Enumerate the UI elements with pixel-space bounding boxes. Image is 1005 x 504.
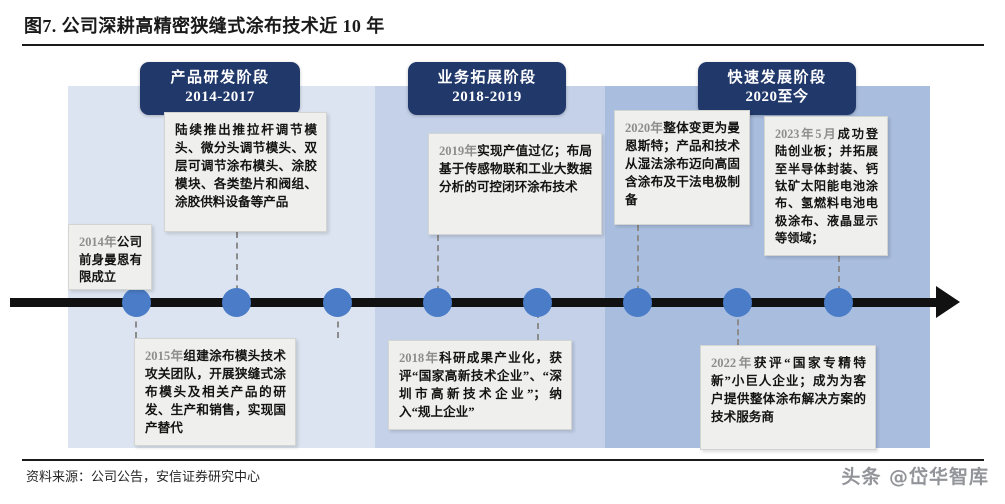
milestone-card-2014: 2014年公司前身曼恩有限成立 — [68, 224, 152, 290]
timeline-arrow-icon — [936, 286, 960, 318]
timeline-node[interactable] — [824, 288, 853, 317]
phase-2-years: 2018-2019 — [452, 88, 522, 105]
milestone-text-2018: 科研成果产业化，获评“国家高新技术企业”、“深圳市高新技术企业”；纳入“规上企业… — [399, 351, 562, 419]
timeline-node[interactable] — [222, 288, 251, 317]
milestone-card-2018: 2018年科研成果产业化，获评“国家高新技术企业”、“深圳市高新技术企业”；纳入… — [388, 340, 572, 430]
milestone-text-2023: 成功登陆创业板；并拓展至半导体封装、钙钛矿太阳能电池涂布、氢燃料电池电极涂布、液… — [775, 127, 879, 245]
phase-2-name: 业务拓展阶段 — [437, 70, 537, 86]
milestone-text-2015: 组建涂布模头技术攻关团队，开展狭缝式涂布模头及相关产品的研发、生产和销售，实现国… — [145, 349, 287, 435]
title-divider-top — [22, 44, 984, 46]
milestone-card-2019: 2019年实现产值过亿；布局基于传感物联和工业大数据分析的可控闭环涂布技术 — [428, 133, 602, 235]
milestone-text-2014: 公司前身曼恩有限成立 — [79, 235, 143, 285]
connector-2023 — [838, 256, 840, 302]
milestone-text-2022: 获评“国家专精特新”小巨人企业；成为为客户提供整体涂布解决方案的技术服务商 — [711, 356, 867, 424]
footer-divider — [22, 459, 984, 461]
milestone-text-2019: 实现产值过亿；布局基于传感物联和工业大数据分析的可控闭环涂布技术 — [439, 144, 592, 194]
phase-header-1: 产品研发阶段 2014-2017 — [140, 62, 300, 115]
phase-header-3: 快速发展阶段 2020至今 — [698, 62, 856, 115]
timeline-node[interactable] — [723, 288, 752, 317]
connector-2022 — [737, 290, 739, 345]
milestone-card-2020: 2020年整体变更为曼恩斯特；产品和技术从湿法涂布迈向高固含涂布及干法电极制备 — [614, 110, 750, 225]
connector-2019 — [437, 235, 439, 302]
timeline-diagram: 产品研发阶段 2014-2017 业务拓展阶段 2018-2019 快速发展阶段… — [0, 48, 1005, 458]
phase-1-name: 产品研发阶段 — [170, 70, 270, 86]
timeline-node[interactable] — [623, 288, 652, 317]
milestone-card-2022: 2022年获评“国家专精特新”小巨人企业；成为为客户提供整体涂布解决方案的技术服… — [700, 345, 876, 450]
phase-1-years: 2014-2017 — [185, 88, 255, 105]
phase-header-2: 业务拓展阶段 2018-2019 — [408, 62, 566, 115]
milestone-card-products: 陆续推出推拉杆调节模头、微分头调节模头、双层可调节涂布模头、涂胶模块、各类垫片和… — [164, 112, 327, 232]
milestone-text-products: 陆续推出推拉杆调节模头、微分头调节模头、双层可调节涂布模头、涂胶模块、各类垫片和… — [175, 123, 317, 209]
connector-dev — [236, 232, 238, 302]
timeline-axis — [10, 298, 940, 307]
milestone-card-2015: 2015年组建涂布模头技术攻关团队，开展狭缝式涂布模头及相关产品的研发、生产和销… — [134, 338, 296, 446]
phase-3-years: 2020至今 — [745, 88, 809, 105]
milestone-card-2023: 2023年5月成功登陆创业板；并拓展至半导体封装、钙钛矿太阳能电池涂布、氢燃料电… — [764, 116, 888, 256]
milestone-text-2020: 整体变更为曼恩斯特；产品和技术从湿法涂布迈向高固含涂布及干法电极制备 — [625, 121, 741, 207]
milestone-year-2018: 2018年 — [399, 351, 440, 365]
source-note: 资料来源：公司公告，安信证券研究中心 — [26, 469, 261, 484]
milestone-year-2022: 2022年 — [711, 356, 754, 370]
timeline-node[interactable] — [423, 288, 452, 317]
page-title: 图7. 公司深耕高精密狭缝式涂布技术近 10 年 — [24, 16, 385, 36]
connector-2020 — [637, 225, 639, 302]
timeline-node[interactable] — [523, 288, 552, 317]
timeline-node[interactable] — [122, 288, 151, 317]
milestone-year-2019: 2019年 — [439, 144, 478, 158]
phase-3-name: 快速发展阶段 — [727, 70, 827, 86]
milestone-year-2023: 2023年5月 — [775, 127, 838, 141]
milestone-year-2015: 2015年 — [145, 349, 184, 363]
watermark: 头条 @岱华智库 — [841, 466, 989, 488]
timeline-node[interactable] — [323, 288, 352, 317]
milestone-year-2014: 2014年 — [79, 235, 117, 249]
milestone-year-2020: 2020年 — [625, 121, 664, 135]
